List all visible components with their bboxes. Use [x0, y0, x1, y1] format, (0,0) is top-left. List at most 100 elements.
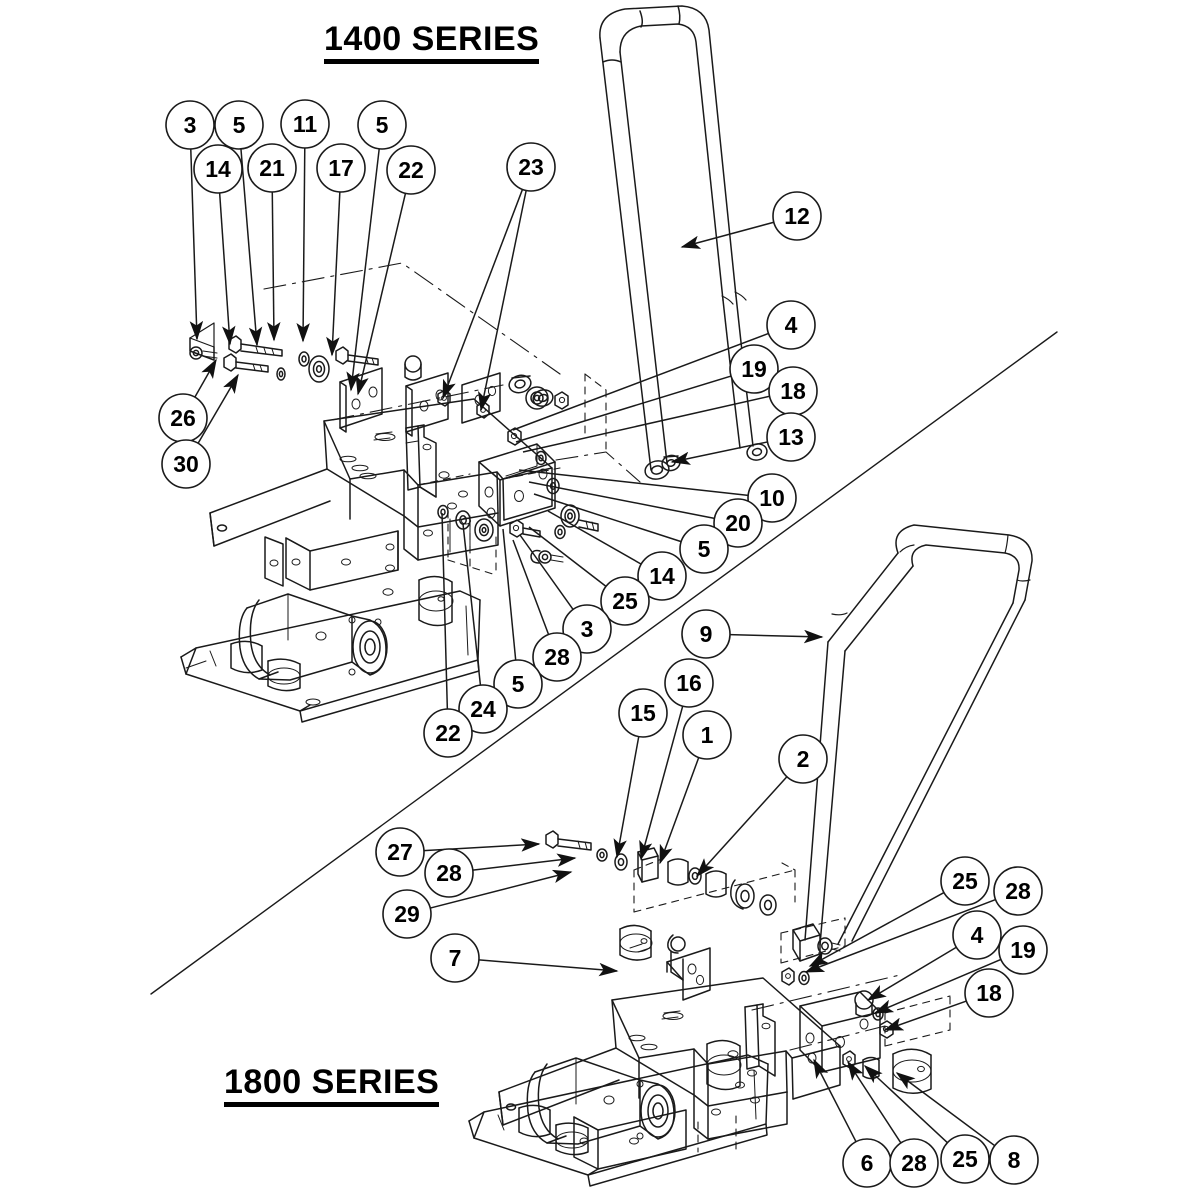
callout-30[interactable]: 30	[161, 439, 211, 489]
callout-22[interactable]: 22	[423, 708, 473, 758]
callout-7[interactable]: 7	[430, 933, 480, 983]
callout-number: 25	[612, 588, 638, 614]
callout-28[interactable]: 28	[993, 866, 1043, 916]
title-1400-series: 1400 SERIES	[324, 22, 540, 64]
callout-28[interactable]: 28	[889, 1138, 939, 1188]
callout-25[interactable]: 25	[600, 576, 650, 626]
callout-3[interactable]: 3	[165, 100, 215, 150]
callout-circle[interactable]	[600, 576, 650, 626]
callout-5[interactable]: 5	[214, 100, 264, 150]
callout-25[interactable]: 25	[940, 856, 990, 906]
callout-25[interactable]: 25	[940, 1134, 990, 1184]
callout-18[interactable]: 18	[768, 366, 818, 416]
leader-line	[533, 493, 682, 543]
callout-circle[interactable]	[964, 968, 1014, 1018]
callout-circle[interactable]	[532, 632, 582, 682]
callout-circle[interactable]	[386, 145, 436, 195]
callout-circle[interactable]	[247, 143, 297, 193]
callout-circle[interactable]	[952, 910, 1002, 960]
callout-circle[interactable]	[316, 143, 366, 193]
callout-circle[interactable]	[424, 848, 474, 898]
callout-16[interactable]: 16	[664, 658, 714, 708]
leader-line	[430, 869, 573, 909]
callout-29[interactable]: 29	[382, 889, 432, 939]
callout-circle[interactable]	[713, 498, 763, 548]
callout-circle[interactable]	[161, 439, 211, 489]
callout-circle[interactable]	[165, 100, 215, 150]
callout-circle[interactable]	[618, 688, 668, 738]
callout-circle[interactable]	[382, 889, 432, 939]
callout-8[interactable]: 8	[989, 1135, 1039, 1185]
callout-5[interactable]: 5	[679, 524, 729, 574]
callout-28[interactable]: 28	[532, 632, 582, 682]
callout-circle[interactable]	[193, 144, 243, 194]
callout-28[interactable]: 28	[424, 848, 474, 898]
callout-19[interactable]: 19	[998, 925, 1048, 975]
callout-number: 14	[205, 156, 231, 182]
callout-circle[interactable]	[998, 925, 1048, 975]
callout-14[interactable]: 14	[637, 551, 687, 601]
callout-circle[interactable]	[357, 100, 407, 150]
callout-circle[interactable]	[940, 1134, 990, 1184]
bushing-1400-right	[661, 454, 681, 472]
callout-circle[interactable]	[889, 1138, 939, 1188]
leader-line	[639, 705, 684, 861]
callout-circle[interactable]	[993, 866, 1043, 916]
callout-24[interactable]: 24	[458, 684, 508, 734]
callout-26[interactable]: 26	[158, 393, 208, 443]
callout-circle[interactable]	[280, 99, 330, 149]
callout-circle[interactable]	[423, 708, 473, 758]
callout-1[interactable]: 1	[682, 710, 732, 760]
callout-circle[interactable]	[430, 933, 480, 983]
callout-circle[interactable]	[506, 142, 556, 192]
callout-5[interactable]: 5	[493, 659, 543, 709]
callout-6[interactable]: 6	[842, 1138, 892, 1188]
callout-circle[interactable]	[766, 412, 816, 462]
callout-number: 8	[1008, 1147, 1021, 1173]
leader-line	[502, 528, 517, 661]
callout-9[interactable]: 9	[681, 609, 731, 659]
callout-18[interactable]: 18	[964, 968, 1014, 1018]
callout-circle[interactable]	[766, 300, 816, 350]
callout-23[interactable]: 23	[506, 142, 556, 192]
callout-circle[interactable]	[214, 100, 264, 150]
callout-circle[interactable]	[682, 710, 732, 760]
callout-14[interactable]: 14	[193, 144, 243, 194]
leader-line	[528, 526, 607, 587]
callout-circle[interactable]	[679, 524, 729, 574]
title-1800-series: 1800 SERIES	[224, 1065, 440, 1107]
leader-line	[804, 898, 996, 973]
leader-line	[519, 534, 574, 610]
leader-line	[729, 629, 824, 644]
callout-20[interactable]: 20	[713, 498, 763, 548]
callout-11[interactable]: 11	[280, 99, 330, 149]
callout-circle[interactable]	[637, 551, 687, 601]
callout-circle[interactable]	[493, 659, 543, 709]
callout-4[interactable]: 4	[952, 910, 1002, 960]
callout-circle[interactable]	[940, 856, 990, 906]
hardware-train-1400-right	[437, 427, 599, 564]
callout-10[interactable]: 10	[747, 473, 797, 523]
callout-circle[interactable]	[772, 191, 822, 241]
callout-circle[interactable]	[989, 1135, 1039, 1185]
callout-21[interactable]: 21	[247, 143, 297, 193]
callout-circle[interactable]	[747, 473, 797, 523]
leader-line	[197, 373, 239, 444]
callout-circle[interactable]	[664, 658, 714, 708]
callout-19[interactable]: 19	[729, 344, 779, 394]
callout-17[interactable]: 17	[316, 143, 366, 193]
callout-circle[interactable]	[375, 827, 425, 877]
callout-12[interactable]: 12	[772, 191, 822, 241]
callout-2[interactable]: 2	[778, 734, 828, 784]
callout-circle[interactable]	[681, 609, 731, 659]
callout-circle[interactable]	[729, 344, 779, 394]
callout-circle[interactable]	[778, 734, 828, 784]
callout-circle[interactable]	[458, 684, 508, 734]
callout-13[interactable]: 13	[766, 412, 816, 462]
callout-15[interactable]: 15	[618, 688, 668, 738]
callout-4[interactable]: 4	[766, 300, 816, 350]
callout-5[interactable]: 5	[357, 100, 407, 150]
callout-27[interactable]: 27	[375, 827, 425, 877]
callout-22[interactable]: 22	[386, 145, 436, 195]
